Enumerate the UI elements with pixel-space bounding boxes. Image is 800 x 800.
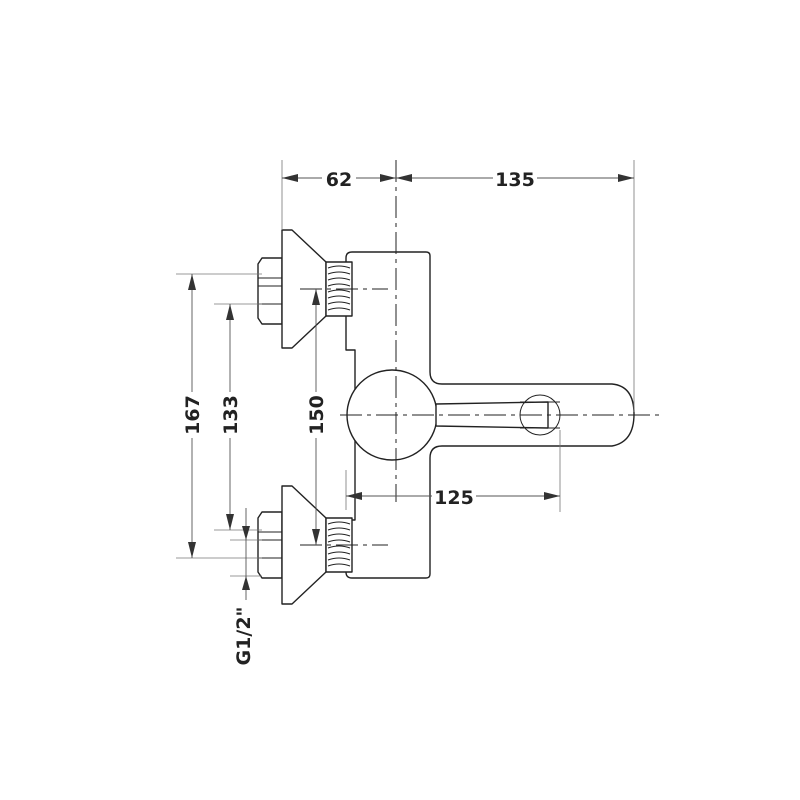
dimension-label-thread: G1/2"	[233, 607, 255, 666]
dimension-62: 62	[282, 166, 396, 191]
dimension-thread: G1/2"	[233, 508, 255, 665]
dimension-label-150: 150	[306, 395, 328, 435]
dimension-label-62: 62	[326, 169, 352, 191]
dimension-150: 150	[305, 289, 328, 545]
dimension-label-135: 135	[495, 169, 535, 191]
dimension-label-133: 133	[220, 395, 242, 435]
dimension-label-125: 125	[434, 487, 474, 509]
dimension-label-167: 167	[182, 395, 204, 435]
dimension-135: 135	[396, 166, 634, 191]
centre-lines	[300, 160, 660, 546]
dimension-167: 167	[181, 274, 204, 558]
dimension-133: 133	[219, 304, 242, 530]
extension-lines	[176, 160, 635, 577]
dimension-125: 125	[346, 484, 560, 509]
